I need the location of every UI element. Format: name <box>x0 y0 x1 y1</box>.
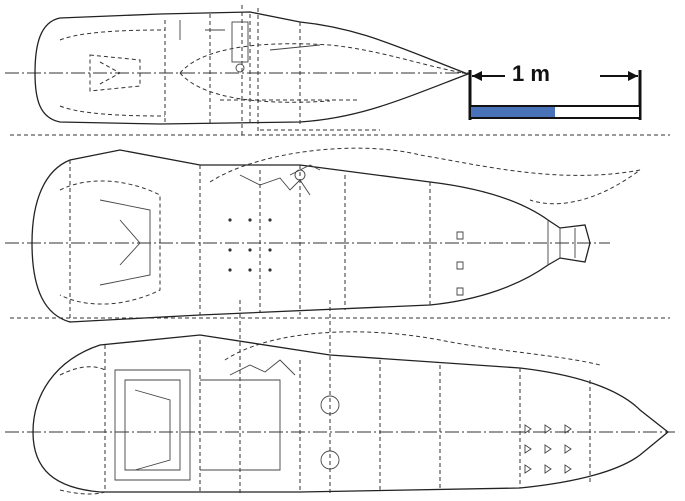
bottom-engine-view <box>5 300 675 495</box>
top-engine-view <box>5 5 470 135</box>
middle-engine-view <box>5 134 670 323</box>
top-outline <box>34 11 470 125</box>
middle-outline <box>31 149 591 323</box>
scale-bar <box>468 70 642 120</box>
scale-label: 1 m <box>512 61 550 86</box>
scale-bar-fill <box>471 107 555 117</box>
bottom-outline <box>32 334 670 493</box>
